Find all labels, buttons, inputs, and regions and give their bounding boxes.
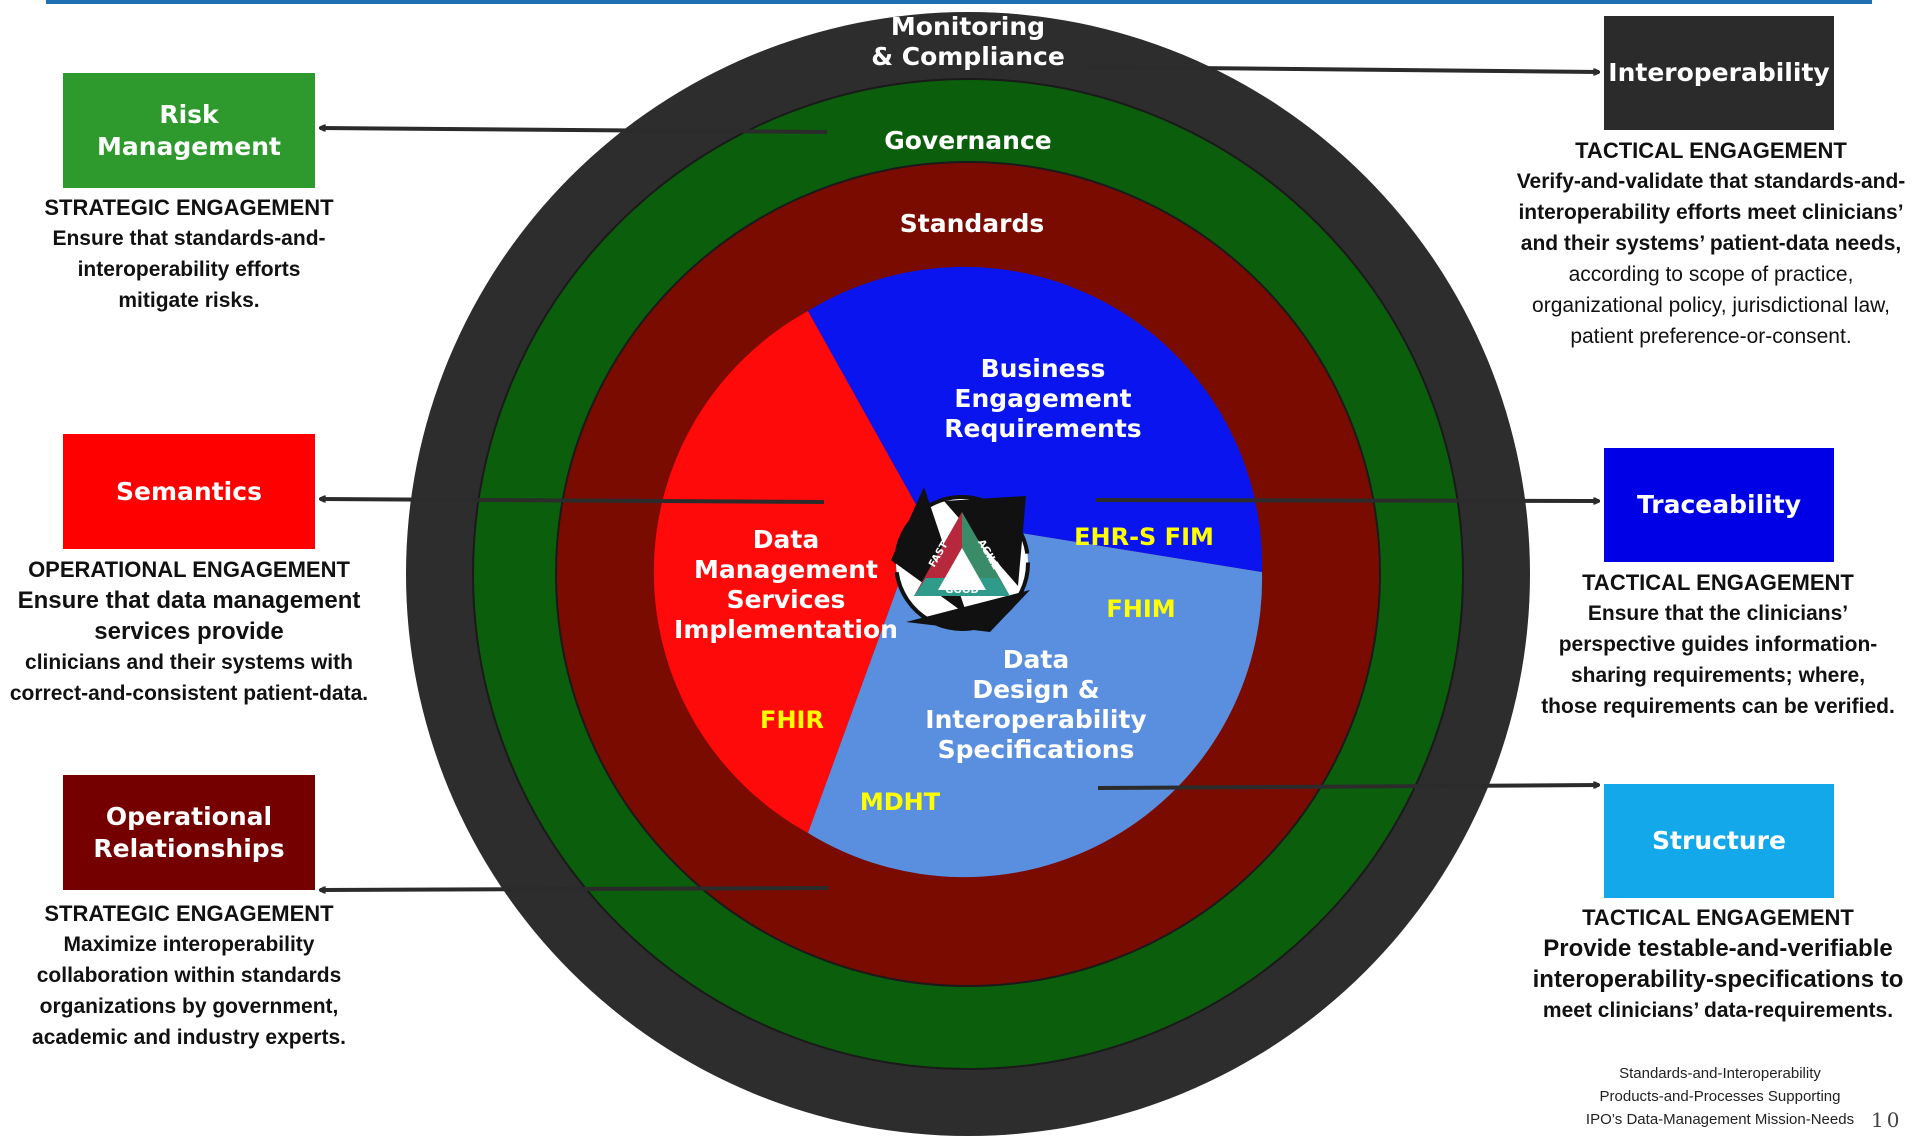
page-number: 10 <box>1871 1108 1903 1132</box>
structure-desc-line3: meet clinicians’ data-requirements. <box>1542 999 1894 1022</box>
data-design-label-line1: Data <box>1003 645 1069 674</box>
arrow-to-interoperability <box>1087 65 1599 72</box>
top-accent-bar <box>46 0 1872 4</box>
semantics-desc-line2: services provide <box>94 618 284 645</box>
standards-label: Standards <box>900 209 1045 238</box>
interoperability-box: Interoperability <box>1604 16 1834 130</box>
operational-desc-line1: Maximize interoperability <box>63 933 315 956</box>
data-design-label-line3: Interoperability <box>925 705 1146 734</box>
risk-desc-line3: mitigate risks. <box>118 289 260 312</box>
semantics-box: Semantics <box>63 434 315 549</box>
monitoring-label-line2: & Compliance <box>871 42 1065 71</box>
traceability-desc-line2: perspective guides information- <box>1558 633 1878 656</box>
interoperability-desc-line2: interoperability efforts meet clinicians… <box>1518 201 1904 224</box>
fast-agile-good-logo-icon: FAST AGILE GOOD <box>891 487 1030 632</box>
semantics-desc-line4: correct-and-consistent patient-data. <box>9 682 369 705</box>
risk-desc-line2: interoperability efforts <box>77 258 301 281</box>
data-management-label-line1: Data <box>753 525 819 554</box>
semantics-description: OPERATIONAL ENGAGEMENT Ensure that data … <box>0 554 378 709</box>
risk-management-box-line2: Management <box>96 131 282 161</box>
operational-relationships-description: STRATEGIC ENGAGEMENT Maximize interopera… <box>12 898 366 1053</box>
operational-engagement-type: STRATEGIC ENGAGEMENT <box>44 901 334 926</box>
structure-desc-line1: Provide testable-and-verifiable <box>1543 935 1893 962</box>
data-management-sector <box>653 311 923 833</box>
interoperability-desc-line5: organizational policy, jurisdictional la… <box>1532 294 1890 317</box>
semantics-box-line1: Semantics <box>116 476 262 506</box>
governance-label: Governance <box>884 126 1052 155</box>
business-label-line3: Requirements <box>944 414 1141 443</box>
traceability-description: TACTICAL ENGAGEMENT Ensure that the clin… <box>1520 567 1916 722</box>
traceability-box-line1: Traceability <box>1636 490 1801 519</box>
fhir-label: FHIR <box>760 706 824 734</box>
traceability-desc-line3: sharing requirements; where, <box>1570 664 1866 687</box>
arrow-to-semantics <box>320 499 825 504</box>
data-management-label-line4: Implementation <box>674 615 898 644</box>
risk-management-description: STRATEGIC ENGAGEMENT Ensure that standar… <box>30 192 348 316</box>
operational-desc-line2: collaboration within standards <box>36 964 342 987</box>
operational-box-line1: Operational <box>105 801 273 831</box>
interoperability-desc-line1: Verify-and-validate that standards-and- <box>1516 170 1906 193</box>
structure-engagement-type: TACTICAL ENGAGEMENT <box>1582 905 1854 930</box>
structure-desc-line2: interoperability-specifications to <box>1532 966 1904 993</box>
interoperability-desc-line3: and their systems’ patient-data needs, <box>1520 232 1902 255</box>
semantics-desc-line1: Ensure that data management <box>17 587 361 614</box>
business-label-line2: Engagement <box>954 384 1131 413</box>
interoperability-desc-line6: patient preference-or-consent. <box>1570 325 1852 348</box>
semantics-desc-line3: clinicians and their systems with <box>25 651 353 674</box>
traceability-engagement-type: TACTICAL ENGAGEMENT <box>1582 570 1854 595</box>
data-management-label-line3: Services <box>727 585 846 614</box>
arrow-to-structure <box>1097 785 1599 790</box>
monitoring-label-line1: Monitoring <box>891 12 1045 41</box>
mdht-label: MDHT <box>860 788 941 816</box>
business-label-line1: Business <box>981 354 1106 383</box>
operational-relationships-box: Operational Relationships <box>63 775 315 890</box>
interoperability-box-line1: Interoperability <box>1608 58 1830 87</box>
traceability-desc-line1: Ensure that the clinicians’ <box>1587 602 1849 625</box>
footnote: Standards-and-Interoperability Products-… <box>1530 1062 1910 1131</box>
arrow-to-traceability <box>1095 500 1599 501</box>
traceability-box: Traceability <box>1604 448 1834 562</box>
risk-engagement-type: STRATEGIC ENGAGEMENT <box>44 195 334 220</box>
arrow-to-risk-management <box>320 128 828 134</box>
risk-management-box: Risk Management <box>63 73 315 188</box>
footnote-line3: IPO’s Data-Management Mission-Needs <box>1585 1111 1855 1128</box>
ehr-s-fim-label: EHR-S FIM <box>1074 523 1214 551</box>
data-design-label-line4: Specifications <box>938 735 1135 764</box>
data-design-label-line2: Design & <box>972 675 1099 704</box>
structure-description: TACTICAL ENGAGEMENT Provide testable-and… <box>1520 902 1916 1026</box>
traceability-desc-line4: those requirements can be verified. <box>1541 695 1895 718</box>
interoperability-engagement-type: TACTICAL ENGAGEMENT <box>1575 138 1847 163</box>
data-management-label-line2: Management <box>694 555 878 584</box>
logo-good-text: GOOD <box>945 585 979 596</box>
interoperability-description: TACTICAL ENGAGEMENT Verify-and-validate … <box>1510 135 1912 352</box>
operational-box-line2: Relationships <box>93 833 285 863</box>
footnote-line2: Products-and-Processes Supporting <box>1599 1088 1841 1105</box>
structure-box: Structure <box>1604 784 1834 898</box>
structure-box-line1: Structure <box>1652 826 1786 855</box>
fhim-label: FHIM <box>1106 595 1175 623</box>
arrow-to-operational-relationships <box>320 886 829 890</box>
risk-management-box-line1: Risk <box>159 99 219 129</box>
interoperability-desc-line4: according to scope of practice, <box>1568 263 1854 286</box>
semantics-engagement-type: OPERATIONAL ENGAGEMENT <box>28 557 350 582</box>
footnote-line1: Standards-and-Interoperability <box>1619 1065 1821 1082</box>
risk-desc-line1: Ensure that standards-and- <box>52 227 326 250</box>
operational-desc-line4: academic and industry experts. <box>32 1026 346 1049</box>
operational-desc-line3: organizations by government, <box>39 995 339 1018</box>
